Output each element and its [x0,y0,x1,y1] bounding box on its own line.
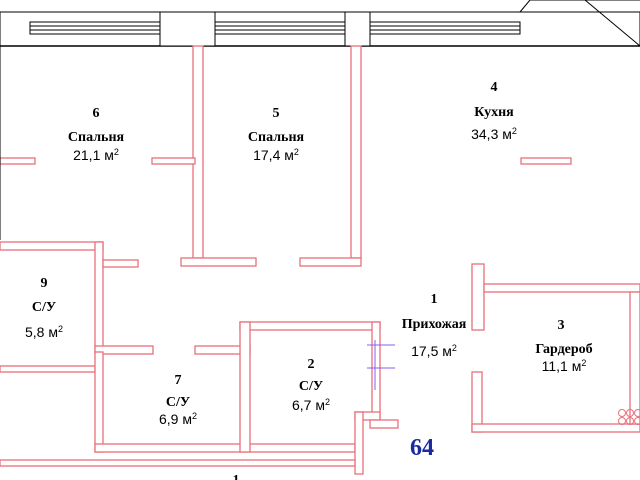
room-1-name: Прихожая [402,317,467,332]
room-7-area-value: 6,9 м [159,411,192,427]
room-9-area-sup: 2 [58,324,63,334]
room-4-area-sup: 2 [512,126,517,136]
wall-6-5-foot [180,257,257,267]
room-3-area-sup: 2 [581,358,586,368]
pier-1 [159,11,216,47]
stub-4 [520,157,572,165]
wall-2-ledge [369,419,399,429]
room-5-number: 5 [273,106,280,121]
room-7-area: 6,9 м2 [159,411,197,427]
room-6-area-value: 21,1 м [73,147,114,163]
window-3 [369,21,521,35]
corner-diagonal [584,0,640,47]
room-9-name: С/У [32,300,56,315]
door-marker [367,340,395,390]
room-4-area-value: 34,3 м [471,126,512,142]
wall-3-right [629,291,640,425]
stub-left [0,157,36,165]
apartment-number: 64 [410,435,434,461]
ring [626,409,634,417]
ring [626,417,634,425]
wall-7-left [94,351,104,453]
room-9-area: 5,8 м2 [25,324,63,340]
window-2 [214,21,346,35]
room-1-number: 1 [431,292,438,307]
room-3-area: 11,1 м2 [542,358,587,374]
room-1-area: 17,5 м2 [411,343,457,359]
wall-2-right [371,321,381,421]
room-5-area-value: 17,4 м [253,147,294,163]
ring [618,409,626,417]
wall-9-door-stub [102,259,139,268]
interior-walls [0,45,640,475]
room-1-area-sup: 2 [452,343,457,353]
wall-3-top [483,283,640,293]
room-6-area: 21,1 м2 [73,147,119,163]
wall-2-top [239,321,381,331]
wall-2-lower [354,411,364,475]
room-7-area-sup: 2 [192,411,197,421]
room-3-name: Гардероб [535,342,592,357]
ring [618,417,626,425]
wall-9-bottom [94,345,154,355]
room-9-area-value: 5,8 м [25,324,58,340]
wall-3-left [471,371,483,433]
room-7-name: С/У [166,395,190,410]
window-1 [29,21,161,35]
room-2-name: С/У [299,379,323,394]
room-labels: 6 Спальня 21,1 м2 5 Спальня 17,4 м2 4 Ку… [25,80,593,480]
wall-bottom [0,459,356,467]
wall-9-right [94,241,104,353]
stove-rings [618,409,640,425]
room-9-number: 9 [41,276,48,291]
room-6-name: Спальня [68,130,125,145]
room-2-area-value: 6,7 м [292,397,325,413]
wall-5-4-foot [299,257,362,267]
room-4-name: Кухня [474,105,514,120]
wall-9-top [0,241,104,251]
wall-3-bottom [471,423,640,433]
window-frames [29,0,640,47]
room-5-area: 17,4 м2 [253,147,299,163]
room-7-number: 7 [175,373,182,388]
wall-7-bottom [94,443,356,453]
room-6-area-sup: 2 [114,147,119,157]
room-2-area: 6,7 м2 [292,397,330,413]
ring [634,409,640,417]
ring [634,417,640,425]
wall-5-4 [350,45,362,259]
wall-9-low [0,365,96,373]
room-3-number: 3 [558,318,565,333]
room-5-name: Спальня [248,130,305,145]
room-2-area-sup: 2 [325,397,330,407]
exterior-wall-top [0,11,640,47]
wall-6-5 [192,45,204,259]
stub-6 [151,157,196,165]
pier-2 [344,11,371,47]
corner-wall [519,0,640,13]
wall-3-upper [471,263,485,331]
room-3-area-value: 11,1 м [542,358,582,374]
room-5-area-sup: 2 [294,147,299,157]
bottom-room-number: 1 [233,473,240,480]
wall-2-left [239,321,251,453]
room-6-number: 6 [93,106,100,121]
room-1-area-value: 17,5 м [411,343,452,359]
room-2-number: 2 [308,357,315,372]
room-4-number: 4 [491,80,498,95]
room-4-area: 34,3 м2 [471,126,517,142]
